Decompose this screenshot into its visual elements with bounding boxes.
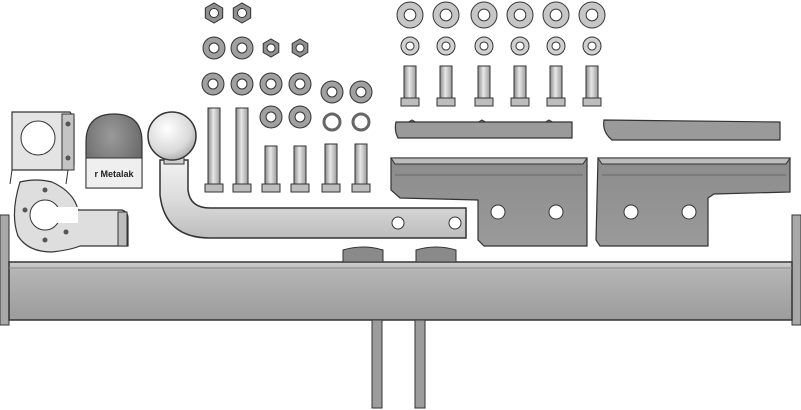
ball-cover-label: r Metalak [94,169,134,179]
washer-hole [265,78,277,90]
bolt-shank [354,143,368,185]
bolt-shank [324,143,338,185]
bolt-shank [513,65,527,99]
washer-hole [439,8,453,22]
washer-hole [479,41,489,51]
bolt-head [436,97,456,107]
bolt-shank [235,107,249,185]
nut-hole [237,8,247,18]
ball-cover-cap: r Metalak [85,113,143,189]
spring-washer [322,112,342,132]
bolt-shank [293,145,307,185]
washer-hole [326,86,338,98]
mounting-strips [371,319,426,409]
washer-hole [551,41,561,51]
washer-hole [441,41,451,51]
bolt-head [204,183,224,193]
tow-ball [147,111,197,161]
washer-hole [294,78,306,90]
washer-hole [585,8,599,22]
bolt-shank [207,107,221,185]
washer-hole [549,8,563,22]
washer-hole [355,86,367,98]
washer-hole [236,78,248,90]
bolt-head [474,97,494,107]
washer-hole [405,41,415,51]
bolt-head [232,183,252,193]
bolt-shank [439,65,453,99]
bolt-head [510,97,530,107]
bolt-head [546,97,566,107]
washer-hole [294,111,306,123]
saddle-clamps [342,246,457,263]
nut-hole [209,8,219,18]
washer-hole [236,42,248,54]
bolt-shank [477,65,491,99]
socket-plate [13,179,129,253]
upper-plate-left [394,121,573,139]
cross-beam [0,214,801,326]
socket-bracket [9,111,75,185]
bolt-shank [403,65,417,99]
bracket-left [390,157,588,247]
bolt-shank [549,65,563,99]
bolt-shank [585,65,599,99]
washer-hole [265,111,277,123]
bolt-head [261,183,281,193]
bracket-right [595,157,791,247]
spring-washer [351,112,371,132]
bolt-head [400,97,420,107]
bolt-head [582,97,602,107]
washer-hole [513,8,527,22]
washer-hole [403,8,417,22]
bolt-shank [264,145,278,185]
washer-hole [477,8,491,22]
tow-ball-arm [147,111,467,239]
bolt-head [351,183,371,193]
washer-hole [587,41,597,51]
nut-hole [266,43,276,53]
bolt-head [290,183,310,193]
bolt-head [321,183,341,193]
washer-hole [208,42,220,54]
upper-plate-right [603,119,781,141]
washer-hole [515,41,525,51]
washer-hole [207,78,219,90]
nut-hole [295,43,305,53]
